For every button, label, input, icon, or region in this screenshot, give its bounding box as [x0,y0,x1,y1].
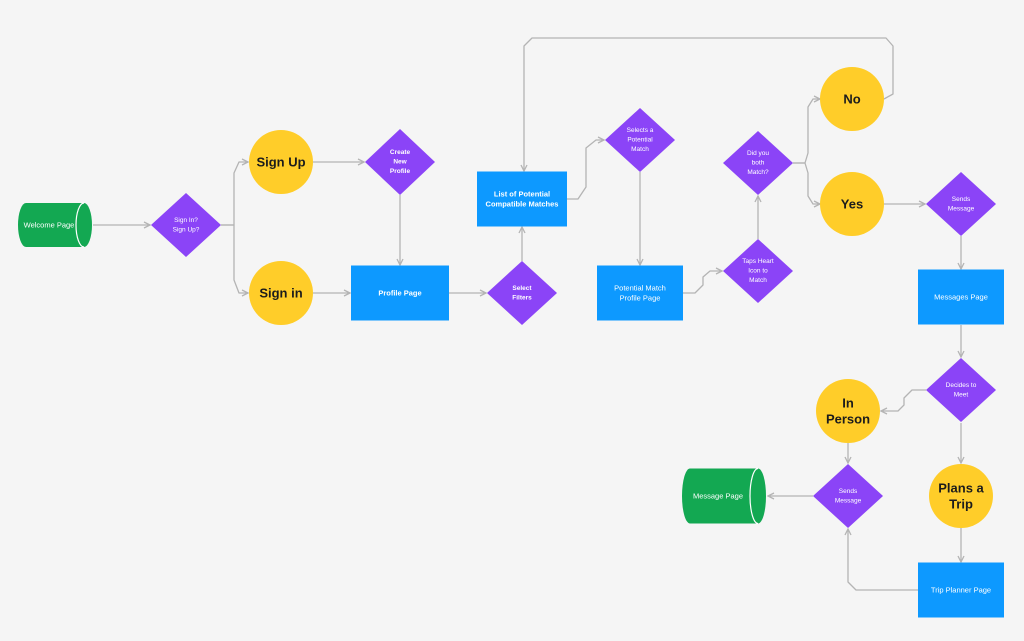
decision-diamond [365,129,435,195]
process-box [351,265,449,321]
node-welcome[interactable]: Welcome Page [18,202,92,248]
node-label: Welcome Page [24,221,75,230]
node-sign-up[interactable]: Sign Up [249,130,313,194]
cylinder-rim [749,467,759,525]
connector-decides_meet-to-in_person [881,389,926,411]
node-signin-signup[interactable]: Sign In? Sign Up? [151,193,221,257]
node-label: Filters [512,294,532,301]
decision-diamond [926,358,996,422]
cylinder-body [682,468,766,524]
connector-match_profile-to-taps_heart [683,271,722,294]
node-label: Potential [627,137,653,144]
node-decides-meet[interactable]: Decides to Meet [926,358,996,422]
node-label: Yes [841,197,863,212]
connector-both_match-to-no [793,99,820,164]
node-label: Create [390,149,411,156]
outcome-circle [816,379,880,443]
node-label: Sign In? [174,217,198,224]
node-label: New [393,159,407,166]
node-label: Profile [390,168,411,175]
node-label: In [842,396,854,411]
connector-signin_signup-to-sign_up [221,162,248,226]
node-label: Did you [747,150,769,157]
node-label: Selects a [627,127,654,134]
node-label: No [843,92,860,107]
node-label: Compatible Matches [486,200,559,209]
node-label: Decides to [946,382,977,389]
node-label: Sign Up [256,155,305,170]
node-label: Plans a [938,481,984,496]
decision-diamond [723,239,793,303]
node-label: Potential Match [614,284,666,293]
connector-signin_signup-to-sign_in [221,224,248,293]
node-label: Match [631,146,649,153]
outcome-circle [929,464,993,528]
decision-diamond [926,172,996,236]
outcome-circle [249,261,313,325]
node-yes[interactable]: Yes [820,172,884,236]
cylinder-rim [75,202,85,248]
decision-diamond [605,108,675,172]
node-label: Taps Heart [742,258,774,265]
decision-diamond [813,464,883,528]
node-profile-page[interactable]: Profile Page [351,265,449,321]
node-trip-planner[interactable]: Trip Planner Page [918,562,1004,618]
connectors [93,37,961,591]
outcome-circle [820,67,884,131]
node-messages-page[interactable]: Messages Page [918,269,1004,325]
connector-both_match-to-yes [793,162,820,204]
connector-no-to-potential_list [524,37,894,171]
process-box [477,171,567,227]
node-label: Select [512,285,532,292]
node-label: Sign in [259,286,302,301]
node-label: Sends [952,196,971,203]
node-label: Person [826,412,870,427]
node-label: Sign Up? [173,226,200,233]
process-box [597,265,683,321]
node-label: Message Page [693,492,743,501]
node-label: both [752,160,765,167]
node-label: Trip [949,497,973,512]
outcome-circle [249,130,313,194]
node-label: Message [835,497,862,504]
decision-diamond [487,261,557,325]
outcome-circle [820,172,884,236]
node-label: List of Potential [494,190,550,199]
node-no[interactable]: No [820,67,884,131]
node-label: Messages Page [934,293,988,302]
nodes: Welcome Page Sign In? Sign Up? Sign Up Sign … [18,67,1004,618]
decision-diamond [151,193,221,257]
connector-trip_planner-to-sends_message_2 [848,529,918,591]
decision-diamond [723,131,793,195]
node-label: Match [749,277,767,284]
node-message-page[interactable]: Message Page [682,467,766,525]
node-label: Icon to [748,268,768,275]
cylinder-body [18,203,92,247]
node-label: Trip Planner Page [931,586,991,595]
process-box [918,562,1004,618]
process-box [918,269,1004,325]
node-label: Sends [839,488,858,495]
node-label: Meet [954,391,969,398]
node-label: Message [948,205,975,212]
node-sign-in[interactable]: Sign in [249,261,313,325]
node-label: Match? [747,169,769,176]
node-label: Profile Page [620,294,661,303]
connector-potential_list-to-selects_match [567,140,604,200]
node-label: Profile Page [378,289,421,298]
